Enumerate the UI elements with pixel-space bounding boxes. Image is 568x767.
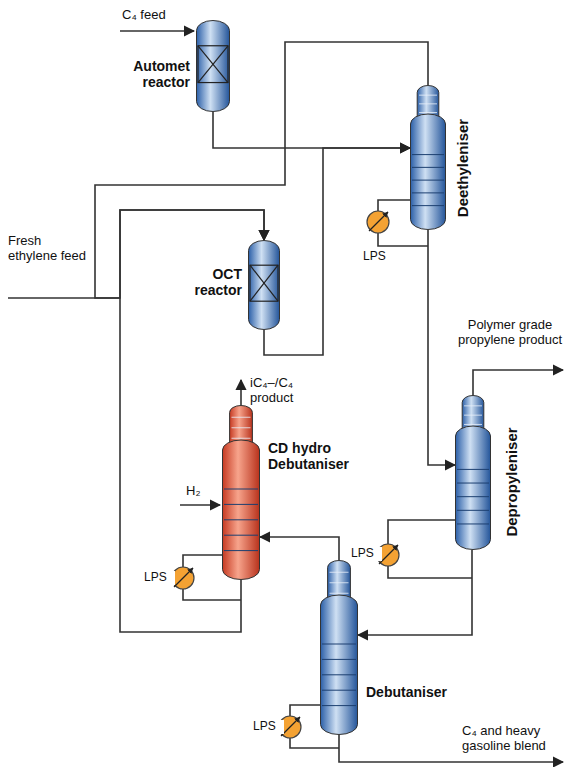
column-node: CD hydro Debutaniser: [222, 405, 260, 580]
process-stream: [358, 550, 472, 635]
process-stream: [260, 537, 339, 560]
column-node: Depropyleniser: [455, 395, 491, 550]
stream-label: H₂: [186, 484, 210, 499]
stream-label: C₄ feed: [122, 8, 202, 23]
reactor-node: OCT reactor: [248, 240, 280, 330]
stream-label: iC₄–/C₄ product: [250, 376, 312, 406]
column-node: Debutaniser: [320, 560, 358, 735]
unit-label: OCT reactor: [178, 266, 242, 298]
stream-label: Polymer grade propylene product: [455, 318, 565, 348]
stream-label: C₄ and heavy gasoline blend: [462, 724, 566, 754]
utility-label: LPS: [143, 571, 175, 585]
column-vessel: [320, 560, 358, 735]
unit-label: Depropyleniser: [503, 427, 520, 536]
reactor-vessel: [196, 20, 230, 112]
process-stream: [264, 148, 410, 355]
process-stream: [120, 210, 264, 632]
unit-label: CD hydro Debutaniser: [268, 440, 364, 472]
reactor-vessel: [248, 240, 280, 330]
column-node: Deethyleniser: [410, 85, 446, 230]
reactor-node: Automet reactor: [196, 20, 230, 112]
unit-label: Deethyleniser: [454, 119, 471, 217]
stream-label: Fresh ethylene feed: [8, 234, 88, 264]
column-vessel: [222, 405, 260, 580]
utility-label: LPS: [252, 720, 284, 734]
unit-label: Automet reactor: [110, 58, 190, 90]
unit-label: Debutaniser: [366, 684, 466, 700]
column-vessel: [410, 85, 446, 230]
column-vessel: [455, 395, 491, 550]
process-stream: [428, 230, 455, 465]
utility-label: LPS: [350, 547, 382, 561]
utility-label: LPS: [362, 250, 394, 264]
process-stream: [213, 112, 410, 148]
